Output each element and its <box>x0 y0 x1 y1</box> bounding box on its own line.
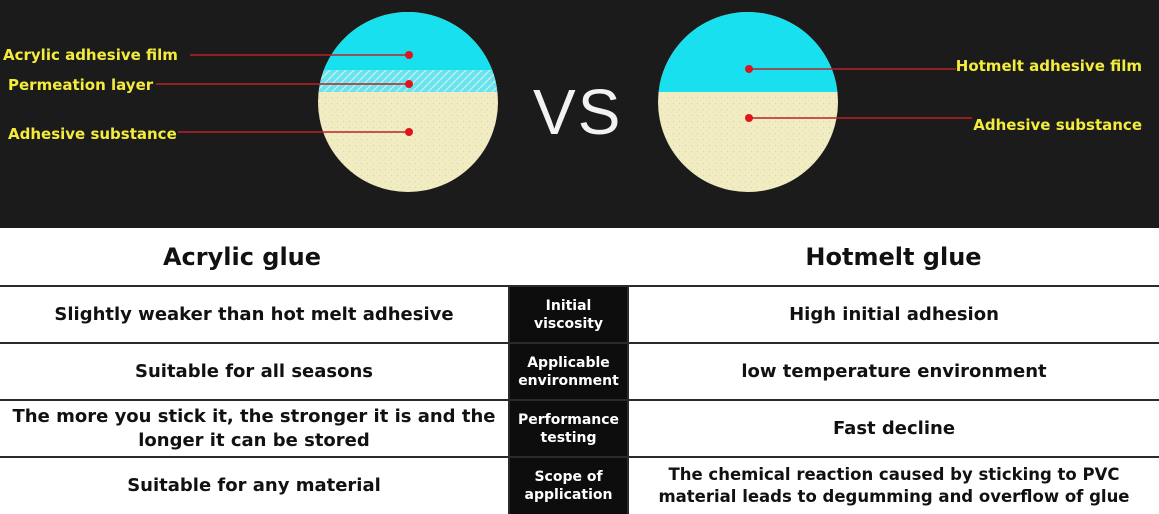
acrylic-film-layer <box>318 12 498 70</box>
hotmelt-scope-of-application: The chemical reaction caused by sticking… <box>658 465 1130 506</box>
right-marker-dots <box>745 65 753 122</box>
label-acrylic-film: Acrylic adhesive film <box>3 46 178 64</box>
acrylic-performance-testing: The more you stick it, the stronger it i… <box>12 405 496 451</box>
row-divider <box>0 399 1159 401</box>
label-hotmelt-film: Hotmelt adhesive film <box>955 57 1142 75</box>
right-leader-lines <box>749 68 972 119</box>
criterion-scope-of-application: Scope of application <box>510 458 627 514</box>
label-hotmelt-adhesive: Adhesive substance <box>973 116 1142 134</box>
acrylic-applicable-environment: Suitable for all seasons <box>135 360 373 382</box>
header-acrylic-glue: Acrylic glue <box>162 242 322 271</box>
label-acrylic-adhesive: Adhesive substance <box>8 125 177 143</box>
criterion-performance-testing: Performance testing <box>510 401 627 456</box>
hotmelt-performance-testing: Fast decline <box>832 417 956 439</box>
structure-diagram: Acrylic adhesive film Permeation layer A… <box>0 0 1159 228</box>
hotmelt-cross-section <box>658 12 838 192</box>
criterion-initial-viscosity: Initial viscosity <box>510 287 627 342</box>
hotmelt-initial-viscosity: High initial adhesion <box>789 303 999 325</box>
criterion-applicable-environment: Applicable environment <box>510 344 627 399</box>
acrylic-initial-viscosity: Slightly weaker than hot melt adhesive <box>54 303 454 325</box>
hotmelt-applicable-environment: low temperature environment <box>741 360 1047 382</box>
left-leader-lines <box>156 54 409 133</box>
acrylic-cross-section <box>318 12 498 192</box>
cross-section-graphic <box>156 12 972 192</box>
label-permeation-layer: Permeation layer <box>8 76 154 94</box>
vs-label: VS <box>533 76 623 148</box>
left-marker-dots <box>405 51 413 136</box>
column-divider <box>627 285 629 514</box>
row-divider <box>0 285 1159 287</box>
hotmelt-film-layer <box>658 12 838 92</box>
comparison-table: Acrylic glue Hotmelt glue Slightly weake… <box>0 228 1159 514</box>
acrylic-scope-of-application: Suitable for any material <box>127 475 381 496</box>
row-divider <box>0 342 1159 344</box>
header-hotmelt-glue: Hotmelt glue <box>805 242 982 271</box>
column-divider <box>508 285 510 514</box>
row-divider <box>0 456 1159 458</box>
